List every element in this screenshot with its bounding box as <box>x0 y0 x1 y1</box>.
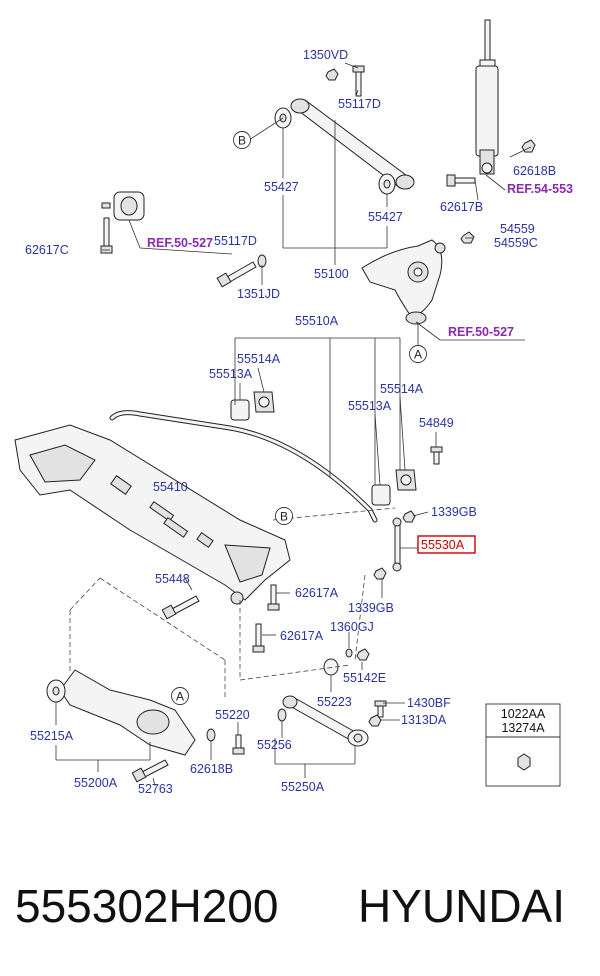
label-54559: 54559 <box>500 222 535 236</box>
label-55256: 55256 <box>257 738 292 752</box>
washer-54559 <box>460 231 475 244</box>
bolt-54849 <box>430 446 443 465</box>
bushing-55427-right <box>378 173 396 195</box>
part-labels: 1350VD 55117D 62618B REF.54-553 62617B 5… <box>25 48 573 796</box>
nut-55142e <box>356 648 370 661</box>
label-55410: 55410 <box>153 480 188 494</box>
bracket-55514a-right <box>395 469 417 491</box>
bolt-62617a-right <box>267 584 280 611</box>
circle-marker-a-low: A <box>171 687 189 705</box>
nut-1313da <box>368 714 382 727</box>
bushing-62617c <box>100 191 145 254</box>
bolt-62617a-left <box>252 623 265 653</box>
label-62618b-bot: 62618B <box>190 762 233 776</box>
label-52763: 52763 <box>138 782 173 796</box>
dashed-lines <box>69 507 396 700</box>
label-55427-right: 55427 <box>368 210 403 224</box>
label-1351jd: 1351JD <box>237 287 280 301</box>
washer-1360gj <box>345 648 353 658</box>
bushing-55215a <box>46 679 66 703</box>
bolt-52763 <box>131 759 169 783</box>
label-55530a: 55530A <box>421 538 465 552</box>
stabilizer-bar <box>109 410 378 523</box>
label-ref-54-553: REF.54-553 <box>507 182 573 196</box>
trailing-link-55250a <box>282 695 369 747</box>
nut-1339gb-bot <box>373 567 387 580</box>
bolt-55448 <box>161 595 200 620</box>
label-55117d-mid: 55117D <box>214 234 257 248</box>
label-62618b-top: 62618B <box>513 164 556 178</box>
bolt-1430bf <box>374 700 387 718</box>
inset-box: 1022AA 13274A <box>485 703 561 787</box>
label-55117d-top: 55117D <box>338 97 381 111</box>
label-1360gj: 1360GJ <box>330 620 374 634</box>
upper-arm-55100 <box>290 98 415 190</box>
label-62617a-left: 62617A <box>280 629 324 643</box>
bracket-55514a-left <box>253 391 275 413</box>
label-55448: 55448 <box>155 572 190 586</box>
circle-marker-b-top: B <box>233 131 251 149</box>
label-1339gb-top: 1339GB <box>431 505 477 519</box>
inset-line2: 13274A <box>501 721 545 735</box>
label-54559c: 54559C <box>494 236 538 250</box>
label-62617c: 62617C <box>25 243 69 257</box>
label-55100: 55100 <box>314 267 349 281</box>
inset-nut-icon <box>517 753 531 771</box>
label-55510a: 55510A <box>295 314 339 328</box>
bolt-55220 <box>232 734 245 755</box>
label-55427-left: 55427 <box>264 180 299 194</box>
label-1339gb-bot: 1339GB <box>348 601 394 615</box>
label-ref-50-527-right: REF.50-527 <box>448 325 514 339</box>
label-55142e: 55142E <box>343 671 386 685</box>
nut-1339gb-top <box>402 510 416 523</box>
nut-62618b-top <box>521 139 536 153</box>
leader-lines <box>55 62 532 787</box>
highlight-box-55530a <box>417 535 476 554</box>
bolt-55117d-mid <box>216 254 267 288</box>
label-1313da: 1313DA <box>401 713 447 727</box>
circle-marker-b-mid: B <box>275 507 293 525</box>
bushing-55513a-left <box>230 399 250 421</box>
label-54849: 54849 <box>419 416 454 430</box>
nut-62618b-bot <box>206 728 216 742</box>
label-ref-50-527-left: REF.50-527 <box>147 236 213 250</box>
label-62617b: 62617B <box>440 200 483 214</box>
label-55200a: 55200A <box>74 776 118 790</box>
lower-arm-55200a <box>59 669 196 756</box>
stabilizer-link-55530a <box>392 517 402 572</box>
footer-brand: HYUNDAI <box>358 880 565 932</box>
marker-a-low-text: A <box>176 690 184 704</box>
label-55220: 55220 <box>215 708 250 722</box>
label-55223: 55223 <box>317 695 352 709</box>
marker-a-mid-text: A <box>414 348 422 362</box>
label-1430bf: 1430BF <box>407 696 451 710</box>
label-55215a: 55215A <box>30 729 74 743</box>
marker-b-top-text: B <box>238 134 246 148</box>
crossmember-55410 <box>14 424 291 605</box>
label-62617a-right: 62617A <box>295 586 339 600</box>
label-55514a-right: 55514A <box>380 382 424 396</box>
footer-part-number: 555302H200 <box>15 880 278 932</box>
knuckle <box>361 239 446 325</box>
washer-55256 <box>277 708 287 722</box>
bolt-62617b <box>446 174 476 187</box>
label-55513a-right: 55513A <box>348 399 392 413</box>
marker-b-mid-text: B <box>280 510 288 524</box>
shock-absorber <box>475 19 499 175</box>
bolt-1350vd <box>325 65 365 97</box>
label-1350vd: 1350VD <box>303 48 348 62</box>
inset-line1: 1022AA <box>501 707 546 721</box>
label-55513a-left: 55513A <box>209 367 253 381</box>
bushing-55513a-right <box>371 484 391 506</box>
label-55514a-left: 55514A <box>237 352 281 366</box>
circle-marker-a-mid: A <box>409 345 427 363</box>
label-55250a: 55250A <box>281 780 325 794</box>
